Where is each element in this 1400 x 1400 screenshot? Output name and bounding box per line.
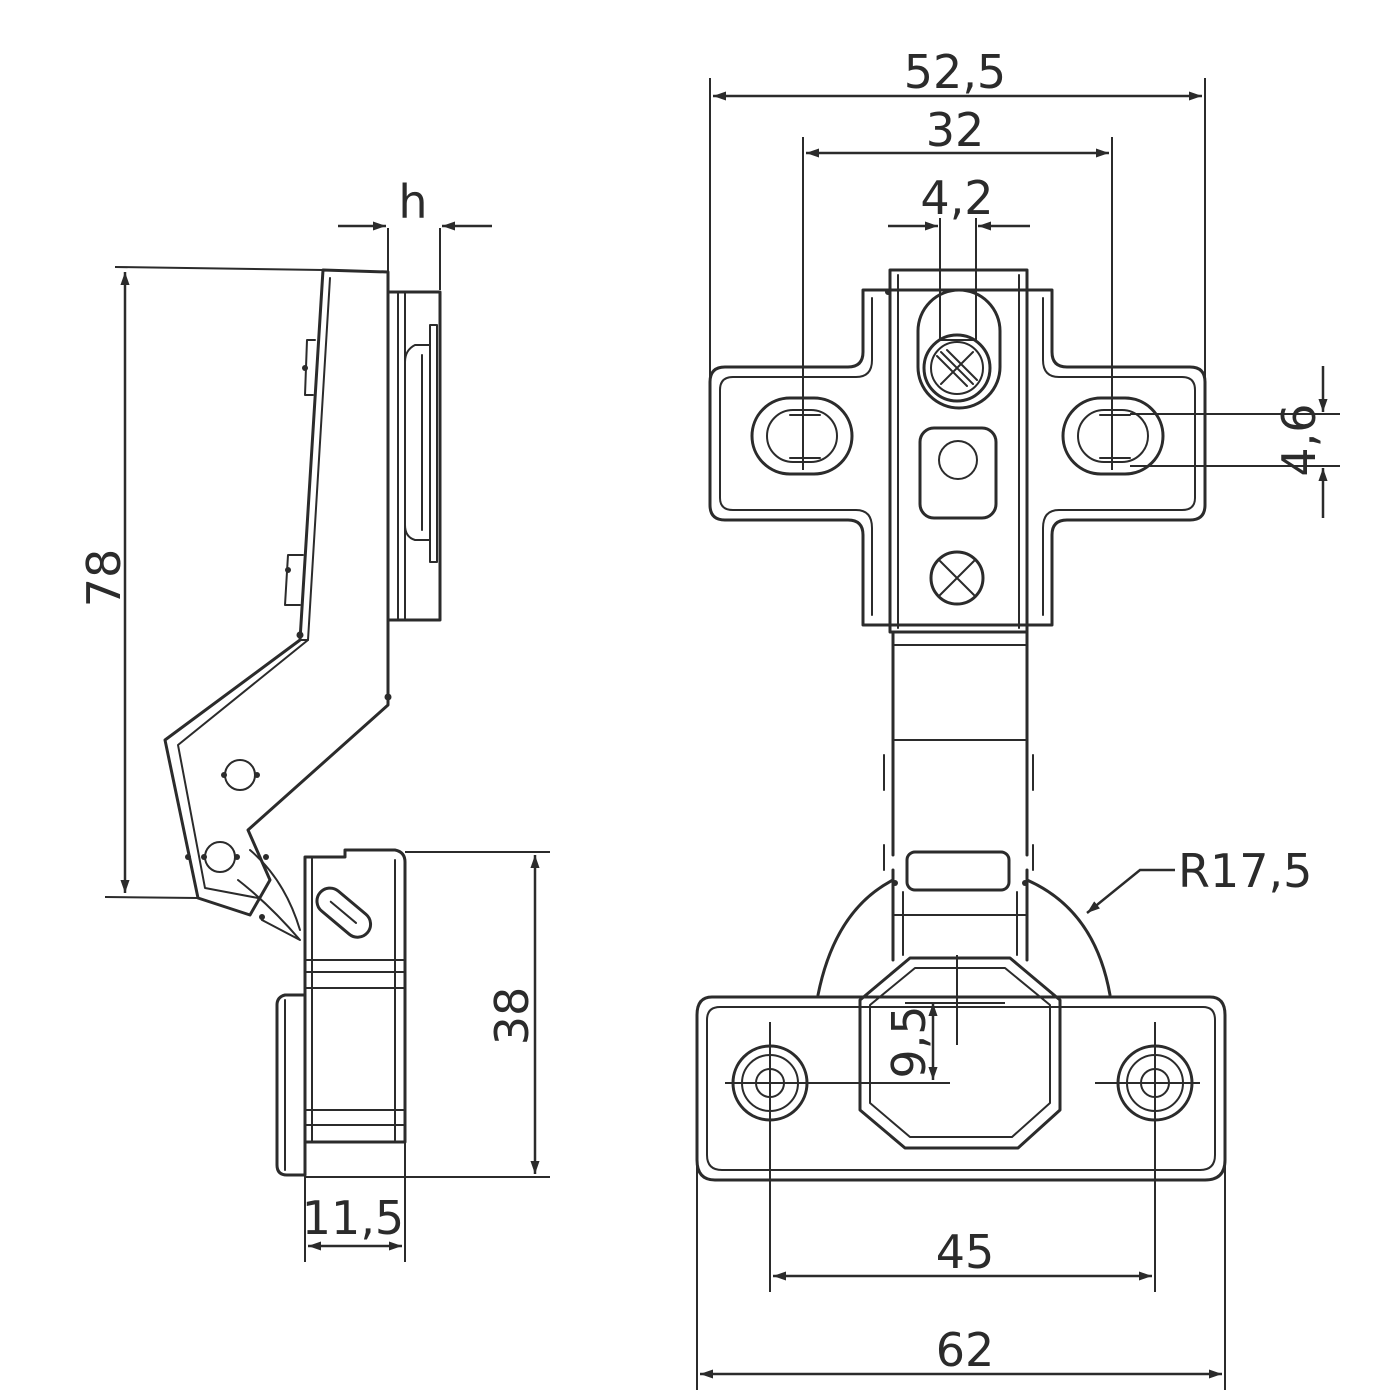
front-cup-octagon [858, 956, 1062, 1150]
dim-label-52-5: 52,5 [904, 45, 1006, 99]
front-adjust-screw [922, 333, 992, 403]
side-linkage [237, 849, 301, 941]
front-cup-arc [816, 878, 895, 997]
front-pad-hole [938, 440, 978, 480]
front-arm-neck [891, 630, 1029, 857]
side-cup-outline [303, 848, 407, 1144]
front-hinge-knuckle [905, 850, 1011, 892]
dim-label-32: 32 [926, 103, 985, 157]
front-mounting-plate [708, 288, 1207, 627]
front-base-plate [695, 995, 1227, 1182]
front-arm [888, 268, 1029, 634]
side-cup-slot [315, 886, 373, 939]
dim-label-62: 62 [936, 1323, 995, 1377]
dim-label-45: 45 [936, 1225, 995, 1279]
side-pivot-upper [224, 759, 256, 791]
side-view: 78 h 38 11,5 [77, 175, 550, 1262]
dim-label-4-6: 4,6 [1272, 403, 1326, 476]
dim-label-38: 38 [485, 987, 539, 1046]
dim-label-4-2: 4,2 [920, 171, 993, 225]
dim-leader-r17-5 [1086, 868, 1175, 914]
front-lower-screw [929, 550, 985, 606]
dim-label-h: h [398, 175, 427, 229]
side-mounting-plate [386, 290, 442, 622]
front-view: 52,5 32 4,2 4,6 R17,5 9,5 45 62 [695, 45, 1340, 1390]
side-plate-slot [404, 344, 431, 541]
side-pivot-lower [204, 841, 236, 873]
side-cup-flange [275, 993, 307, 1177]
side-arm-tab-mid [284, 554, 304, 606]
front-square-pad [918, 426, 998, 520]
dim-label-78: 78 [77, 549, 131, 608]
side-arm-outline [163, 268, 390, 917]
dim-label-11-5: 11,5 [302, 1191, 404, 1245]
side-arm-inner-edge [177, 277, 331, 899]
dim-label-r17-5: R17,5 [1178, 844, 1312, 898]
dim-label-9-5: 9,5 [882, 1005, 936, 1078]
